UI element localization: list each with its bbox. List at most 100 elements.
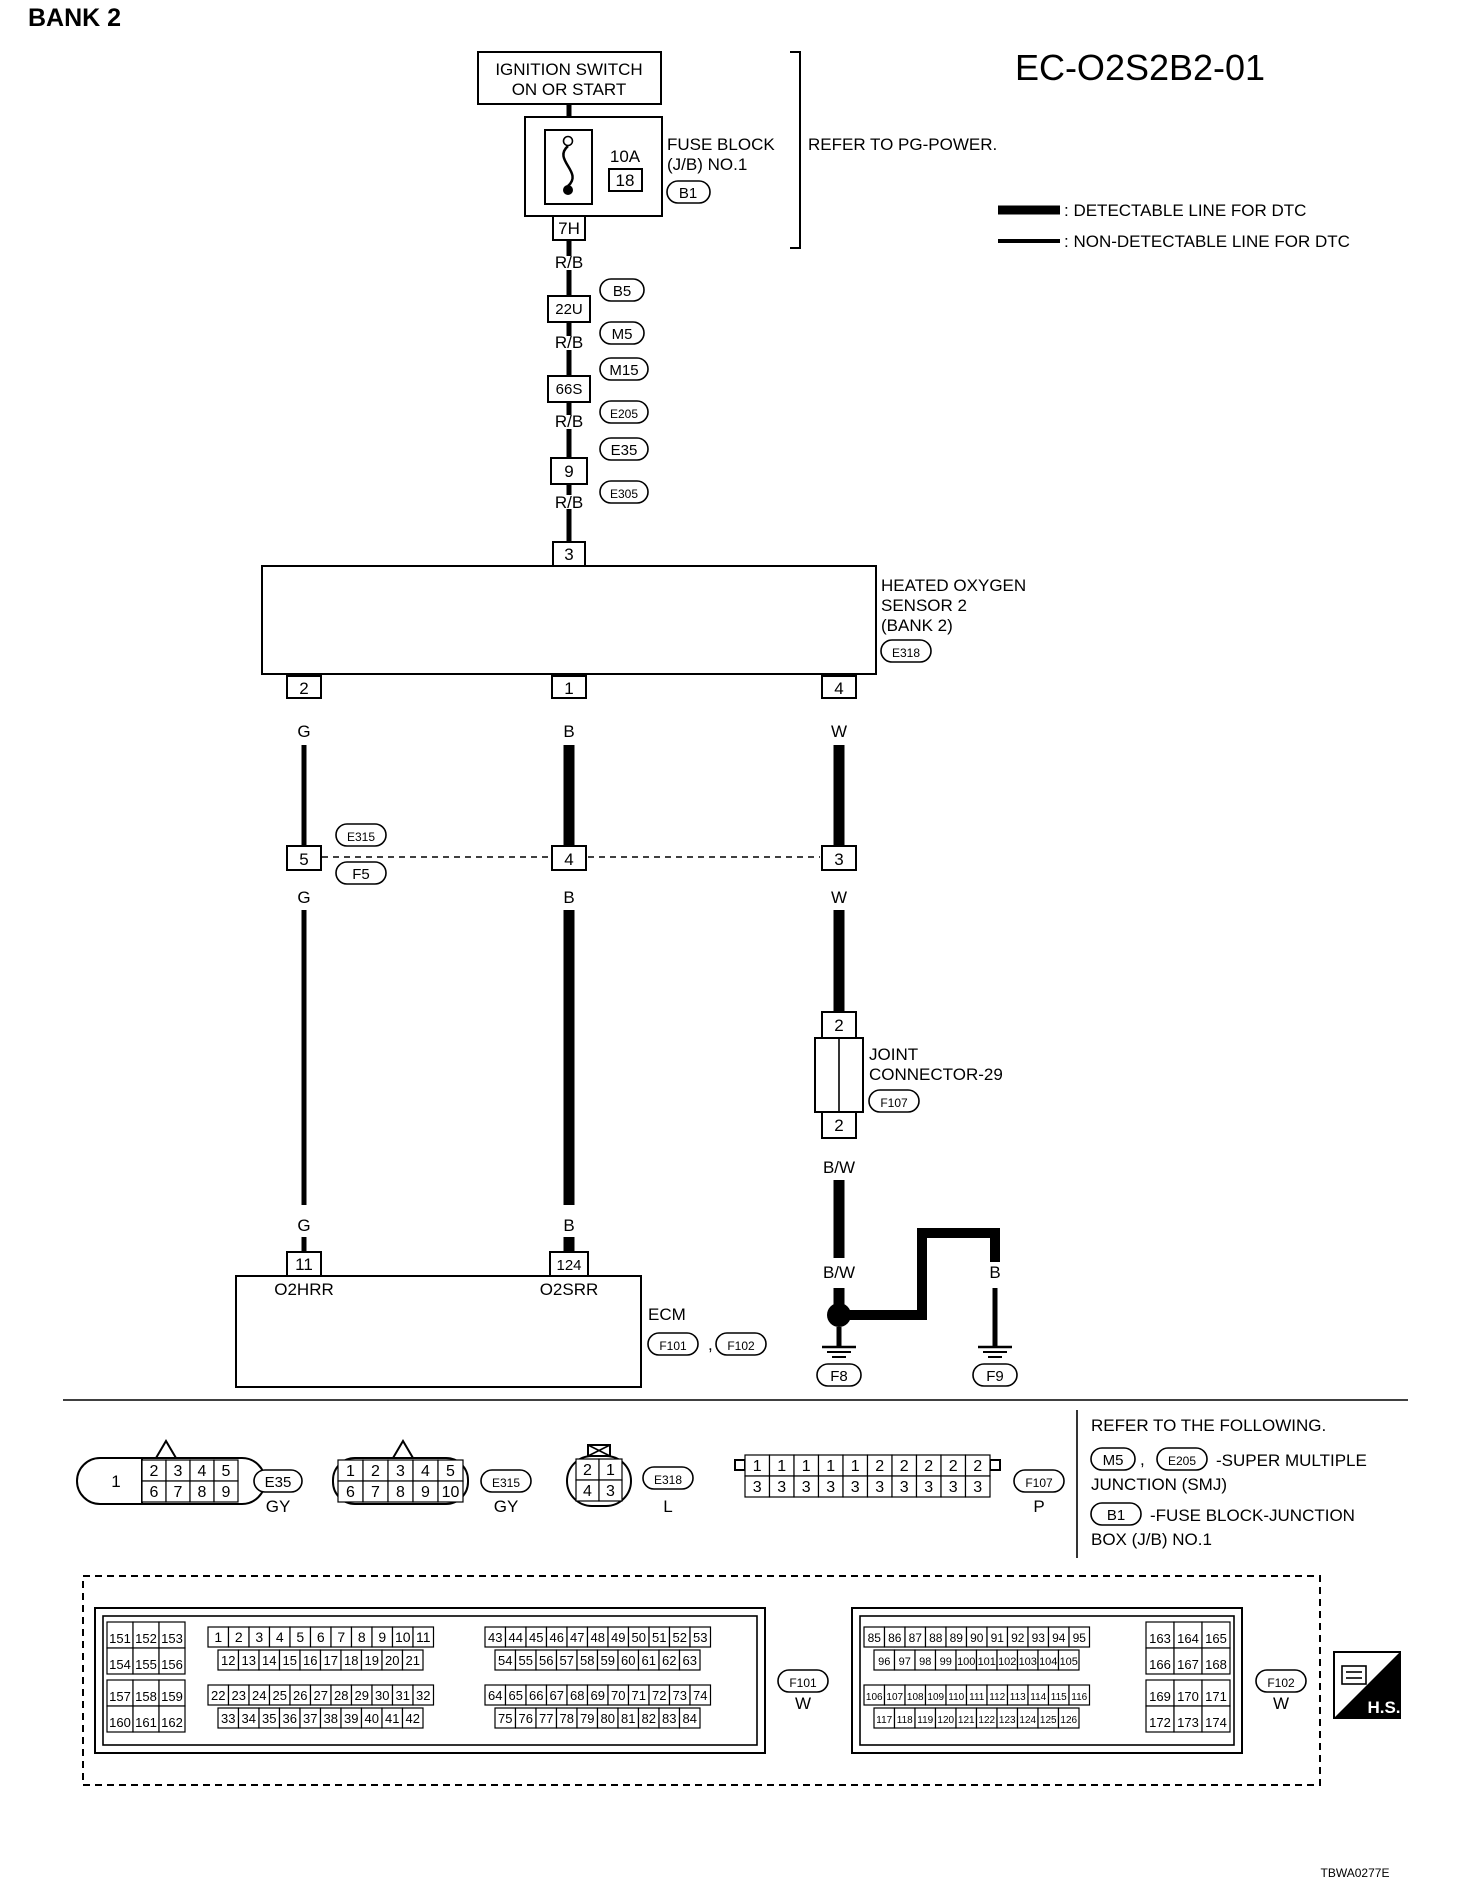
f102-pin-label: 105: [1060, 1656, 1078, 1668]
f101-pin-label: 9: [378, 1629, 386, 1645]
wire-color-b-ground-1: B: [916, 1263, 927, 1282]
f102-cell: [1173, 1705, 1203, 1733]
f101-pin-label: 154: [109, 1657, 131, 1672]
f102-pin-label: 100: [957, 1656, 975, 1668]
ground-ref-f8: F8: [830, 1368, 848, 1385]
f102-cell: [1057, 1649, 1080, 1671]
f107-pin-label: 3: [753, 1479, 762, 1496]
f101-pin-label: 2: [235, 1629, 243, 1645]
f101-pin-label: 6: [317, 1629, 325, 1645]
f101-pin-label: 41: [385, 1711, 399, 1726]
f101-pin-label: 51: [652, 1630, 666, 1645]
ecm-pin-124: 124: [556, 1257, 581, 1274]
f101-pin-label: 38: [324, 1711, 338, 1726]
f107-pin-label: 1: [753, 1458, 762, 1475]
f101-pin-label: 45: [529, 1630, 543, 1645]
harness-side-icon: H.S.: [1333, 1651, 1401, 1719]
f101-pin-label: 59: [601, 1653, 615, 1668]
ecm-ref-f101: F101: [659, 1339, 687, 1353]
e35-pin-label: 5: [222, 1463, 231, 1480]
f107-pin-label: 3: [777, 1479, 786, 1496]
joint-label-1: JOINT: [869, 1045, 918, 1064]
f101-cell: [106, 1647, 134, 1675]
f101-pin-label: 18: [344, 1653, 358, 1668]
f102-pin-label: 107: [886, 1692, 903, 1703]
ref-m5: M5: [612, 326, 633, 343]
f102-pin-label: 163: [1149, 1631, 1171, 1646]
ref-b5: B5: [613, 283, 631, 300]
ground-ref-f9: F9: [986, 1368, 1004, 1385]
f101-pin-label: 153: [161, 1631, 183, 1646]
wire-color-g-2: G: [297, 888, 310, 907]
e318-pin-label: 4: [583, 1483, 592, 1500]
f101-pin-label: 72: [652, 1688, 666, 1703]
cv-e318-color: L: [663, 1497, 672, 1516]
ignition-label-2: ON OR START: [512, 80, 627, 99]
f102-pin-label: 166: [1149, 1657, 1171, 1672]
wire-color-bw-1: B/W: [823, 1158, 855, 1177]
f102-cell: [1173, 1647, 1203, 1675]
f107-cell: [964, 1475, 991, 1498]
e315-pin-label: 3: [396, 1463, 405, 1480]
f107-pin-label: 1: [851, 1458, 860, 1475]
f101-cell: [412, 1684, 435, 1706]
cv-e35-color: GY: [266, 1497, 291, 1516]
f107-pin-label: 3: [802, 1479, 811, 1496]
f102-pin-label: 115: [1051, 1692, 1067, 1703]
terminal-66s: 66S: [556, 381, 583, 398]
wire-color-g-3: G: [297, 1216, 310, 1235]
f101-pin-label: 62: [662, 1653, 676, 1668]
f107-pin-label: 3: [875, 1479, 884, 1496]
wire-color-w-1: W: [831, 722, 847, 741]
e35-pin-big: 1: [111, 1472, 120, 1491]
f101-pin-label: 36: [283, 1711, 297, 1726]
f101-pin-label: 70: [611, 1688, 625, 1703]
cv-e35-ref: E35: [265, 1474, 292, 1491]
f102-pin-label: 111: [969, 1692, 985, 1703]
f101-pin-label: 29: [355, 1688, 369, 1703]
f102-pin-label: 173: [1177, 1715, 1199, 1730]
f101-pin-label: 60: [621, 1653, 635, 1668]
f101-pin-label: 39: [344, 1711, 358, 1726]
ref-e315: E315: [347, 830, 375, 844]
ecm-connector-frame: [82, 1575, 1321, 1786]
f101-pin-label: 66: [529, 1688, 543, 1703]
f102-pin-label: 92: [1011, 1631, 1025, 1645]
f101-cell: [678, 1649, 701, 1671]
f101-pin-label: 84: [683, 1711, 697, 1726]
fuse-amp: 10A: [610, 147, 641, 166]
f102-pin-label: 170: [1177, 1689, 1199, 1704]
e318-pin-label: 1: [606, 1462, 615, 1479]
ref-e305: E305: [610, 487, 638, 501]
f101-pin-label: 16: [303, 1653, 317, 1668]
e318-cell: [598, 1479, 623, 1502]
f101-pin-label: 71: [632, 1688, 646, 1703]
e315-pin-label: 1: [346, 1463, 355, 1480]
f101-pin-label: 8: [358, 1629, 366, 1645]
refer-line2-text-1: -FUSE BLOCK-JUNCTION: [1150, 1506, 1355, 1525]
f107-pin-label: 2: [949, 1458, 958, 1475]
diagram-code: EC-O2S2B2-01: [1015, 47, 1265, 88]
f101-pin-label: 4: [276, 1629, 284, 1645]
f102-pin-label: 103: [1019, 1656, 1037, 1668]
f101-pin-label: 32: [416, 1688, 430, 1703]
f102-pin-label: 169: [1149, 1689, 1171, 1704]
f101-pin-label: 161: [135, 1715, 157, 1730]
ignition-switch: IGNITION SWITCH ON OR START: [477, 51, 662, 105]
f101-pin-label: 11: [416, 1629, 431, 1645]
f101-pin-label: 82: [642, 1711, 656, 1726]
joint-connector: 2 2: [814, 1011, 864, 1139]
wire-color-b-1: B: [563, 722, 574, 741]
f102-pin-label: 89: [950, 1631, 964, 1645]
cv-e318-ref: E318: [654, 1473, 682, 1487]
f102-pin-label: 101: [978, 1656, 996, 1668]
refer-pg-power: REFER TO PG-POWER.: [808, 135, 997, 154]
wire-color-g-1: G: [297, 722, 310, 741]
f107-pin-label: 3: [900, 1479, 909, 1496]
refer-line1-text-2: JUNCTION (SMJ): [1091, 1475, 1227, 1494]
ecm-label: ECM: [648, 1305, 686, 1324]
f101-cell: [401, 1707, 424, 1729]
f101-pin-label: 5: [296, 1629, 304, 1645]
